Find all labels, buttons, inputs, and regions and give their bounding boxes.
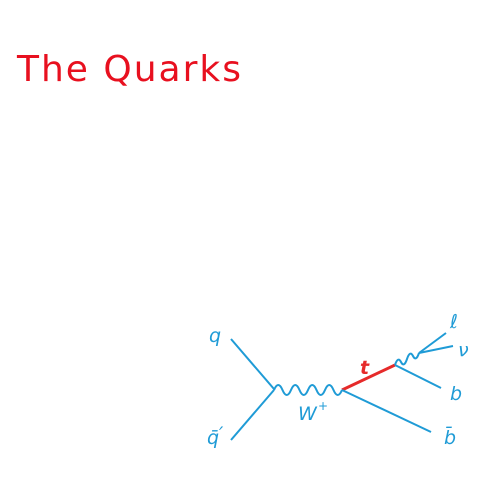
antiquark-line (230, 389, 275, 441)
top-quark-line (341, 363, 396, 392)
quark-line-q (230, 338, 275, 390)
w-boson-propagator (273, 384, 343, 396)
label-w-charge: + (318, 399, 328, 413)
slide-title: The Quarks (17, 49, 244, 90)
label-top: t (360, 357, 370, 379)
label-b: b (450, 383, 462, 405)
label-neutrino: ν (458, 339, 469, 361)
label-lepton: ℓ (449, 311, 458, 333)
b-quark-line (394, 364, 442, 389)
label-b-bar: b̄ (444, 425, 456, 449)
b-bar-line (341, 389, 432, 433)
label-q: q (209, 325, 221, 347)
label-q-bar-prime: ′ (219, 423, 224, 445)
neutrino-line (418, 345, 454, 354)
label-q-bar: q̄ (207, 427, 219, 449)
label-w-boson: W (298, 403, 318, 425)
lepton-line (418, 332, 447, 354)
w-decay-propagator (394, 352, 420, 366)
